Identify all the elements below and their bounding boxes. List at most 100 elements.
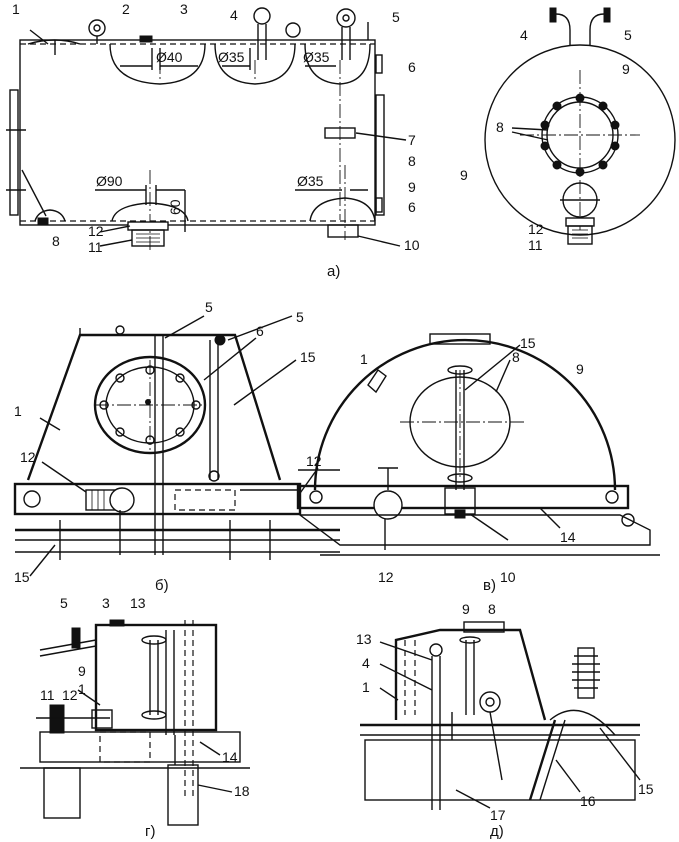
b-bolt-8 bbox=[115, 373, 125, 383]
label-v-14: 14 bbox=[560, 529, 576, 545]
d-flange-13 bbox=[459, 636, 481, 644]
label-side-9b: 9 bbox=[460, 167, 468, 183]
label-d-9: 9 bbox=[462, 601, 470, 617]
d-conservator bbox=[394, 628, 547, 721]
leader-1 bbox=[29, 29, 49, 45]
label-a-4: 4 bbox=[230, 7, 238, 23]
label-g-13: 13 bbox=[130, 595, 146, 611]
b-top-bolt bbox=[115, 325, 125, 335]
caption-g: г) bbox=[145, 823, 155, 840]
d-bushing-15 bbox=[577, 647, 595, 699]
label-d-16: 16 bbox=[580, 793, 596, 809]
bolt-1 bbox=[575, 93, 585, 103]
label-g-5: 5 bbox=[60, 595, 68, 611]
d-top-plate-8 bbox=[463, 621, 505, 633]
bolt-9 bbox=[540, 120, 550, 130]
v-leader-10 bbox=[469, 513, 509, 541]
v-leader-8 bbox=[495, 359, 511, 393]
dim-d40: Ø40 bbox=[156, 49, 183, 65]
v-leader-12a bbox=[297, 467, 319, 497]
dim-h60: 60 bbox=[167, 199, 183, 215]
d-leader-1 bbox=[379, 687, 399, 701]
v-base bbox=[296, 484, 630, 510]
bolt-7 bbox=[552, 160, 562, 170]
d-leader-13 bbox=[379, 641, 433, 661]
b-leader-5a bbox=[164, 315, 205, 339]
leader-side-8b bbox=[511, 131, 549, 141]
caption-b: б) bbox=[155, 577, 169, 594]
g-leader-1 bbox=[77, 689, 101, 706]
caption-a: а) bbox=[327, 263, 340, 280]
b-bolt-7 bbox=[99, 400, 109, 410]
v-leader-14 bbox=[539, 507, 561, 529]
g-leader-18 bbox=[197, 784, 233, 793]
label-g-14: 14 bbox=[222, 749, 238, 765]
b-valve-lower bbox=[208, 470, 220, 482]
valve-2-center bbox=[93, 24, 101, 32]
label-v-8: 8 bbox=[512, 349, 520, 365]
figure-g: 5 3 13 9 1 11 12 14 18 bbox=[20, 595, 250, 826]
g-pipe-5-b bbox=[39, 645, 97, 657]
tank-end-flange-left bbox=[9, 89, 19, 216]
d-leader-15 bbox=[599, 727, 641, 781]
figure-a-tank: Ø40 Ø35 Ø35 Ø90 Ø35 60 bbox=[6, 1, 420, 255]
side-shell bbox=[484, 44, 676, 236]
d-bushing-base bbox=[549, 709, 616, 736]
figure-a-side-view: 4 5 9 8 9 12 11 bbox=[460, 7, 676, 253]
bolt-6 bbox=[575, 167, 585, 177]
label-d-17: 17 bbox=[490, 807, 506, 823]
d-leader-17 bbox=[455, 789, 491, 809]
v-frame-hole bbox=[621, 513, 635, 527]
side-flange-4 bbox=[549, 7, 557, 23]
v-frame bbox=[297, 514, 651, 546]
label-b-15: 15 bbox=[300, 349, 316, 365]
fitting-3 bbox=[139, 35, 153, 43]
label-a-9: 9 bbox=[408, 179, 416, 195]
side-flange-5 bbox=[603, 7, 611, 23]
g-valve-11 bbox=[49, 704, 65, 734]
g-leader-14 bbox=[199, 741, 221, 756]
d-pipe-relay bbox=[489, 711, 503, 781]
label-g-9: 9 bbox=[78, 663, 86, 679]
label-a-2: 2 bbox=[122, 1, 130, 17]
b-bolt-5 bbox=[145, 435, 155, 445]
part-6-top bbox=[375, 54, 383, 74]
v-pipe-bottom bbox=[447, 473, 473, 483]
valve-5-center bbox=[342, 14, 350, 22]
v-valve-12 bbox=[373, 490, 403, 520]
label-side-8: 8 bbox=[496, 119, 504, 135]
side-pipe-4 bbox=[555, 13, 571, 46]
v-wheel-right bbox=[605, 490, 619, 504]
b-leader-15 bbox=[233, 359, 297, 406]
label-b-15b: 15 bbox=[14, 569, 30, 585]
label-g-3: 3 bbox=[102, 595, 110, 611]
valve-4-icon bbox=[253, 7, 271, 25]
b-bolt-6 bbox=[115, 427, 125, 437]
g-part-3 bbox=[109, 619, 125, 627]
bottom-bulge-2 bbox=[309, 197, 376, 222]
caption-v: в) bbox=[483, 577, 496, 594]
b-leader-6 bbox=[203, 337, 257, 381]
b-valve-5 bbox=[214, 334, 226, 346]
b-leader-15b bbox=[29, 544, 56, 577]
label-a-11: 11 bbox=[88, 239, 103, 255]
label-v-15: 15 bbox=[520, 335, 536, 351]
b-valve-12-wheel bbox=[109, 487, 135, 513]
leader-10 bbox=[357, 235, 401, 247]
d-leader-16 bbox=[555, 759, 581, 793]
label-a-7: 7 bbox=[408, 132, 416, 148]
label-v-9: 9 bbox=[576, 361, 584, 377]
g-part-12 bbox=[91, 709, 113, 729]
label-b-1: 1 bbox=[14, 403, 22, 419]
valve-5-icon bbox=[336, 8, 356, 28]
b-bolt-4 bbox=[175, 427, 185, 437]
dim-d35c: Ø35 bbox=[297, 173, 324, 189]
bolt-3 bbox=[610, 120, 620, 130]
label-v-12b: 12 bbox=[378, 569, 394, 585]
v-part-10-nut bbox=[454, 509, 466, 519]
bolt-5 bbox=[598, 160, 608, 170]
b-bolt-3 bbox=[191, 400, 201, 410]
label-a-12: 12 bbox=[88, 223, 104, 239]
label-a-6b: 6 bbox=[408, 199, 416, 215]
